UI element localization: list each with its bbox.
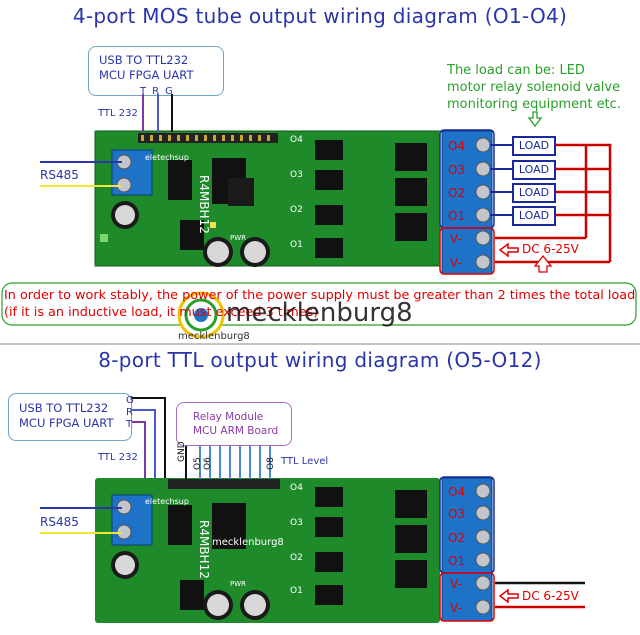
bottom-board: R4MBH12 O4 O3 O2 O1 PWR eletechsup bbox=[95, 478, 440, 623]
relay-module-box: Relay Module MCU ARM Board bbox=[176, 402, 292, 446]
port-label-o4: O4 bbox=[290, 135, 303, 145]
terminal-o3: O3 bbox=[448, 163, 465, 177]
bottom-brand-label: eletechsup bbox=[145, 497, 189, 506]
bottom-power-wires bbox=[495, 581, 585, 609]
trg-top: TRG bbox=[140, 86, 179, 97]
port-label-o1: O1 bbox=[290, 240, 303, 250]
bottom-terminal-o3: O3 bbox=[448, 507, 465, 521]
bottom-port-o2: O2 bbox=[290, 553, 303, 563]
bottom-port-o1: O1 bbox=[290, 586, 303, 596]
ttl-level-wires bbox=[185, 445, 271, 479]
load-box-3: LOAD bbox=[512, 183, 556, 203]
load-note-3: monitoring equipment etc. bbox=[447, 97, 621, 112]
usb-box-bottom-line1: USB TO TTL232 bbox=[19, 401, 109, 415]
terminal-o4: O4 bbox=[448, 139, 465, 153]
bottom-title: 8-port TTL output wiring diagram (O5-O12… bbox=[98, 348, 542, 372]
load-wires-blue bbox=[490, 144, 512, 216]
header-o6: O6 bbox=[203, 457, 213, 470]
port-label-o2: O2 bbox=[290, 205, 303, 215]
rs485-wires-bottom bbox=[40, 507, 122, 534]
top-board: R4MBH12 O4 O3 O2 O1 PWR eletechsup bbox=[94, 130, 441, 267]
watermark-small: mecklenburg8 bbox=[178, 331, 250, 342]
bottom-terminal-o4: O4 bbox=[448, 485, 465, 499]
dc-arrow-top bbox=[498, 242, 519, 258]
dc-label-bottom: DC 6-25V bbox=[522, 589, 579, 603]
usb-box-line2: MCU FPGA UART bbox=[99, 68, 194, 82]
dc-label-top: DC 6-25V bbox=[522, 242, 579, 256]
header-gnd: GND bbox=[177, 441, 187, 462]
ttl-level-label: TTL Level bbox=[281, 456, 329, 467]
bottom-terminal-o2: O2 bbox=[448, 531, 465, 545]
brand-label: eletechsup bbox=[145, 153, 189, 162]
terminal-v-2: V- bbox=[450, 256, 462, 270]
relay-box-line2: MCU ARM Board bbox=[193, 425, 279, 437]
bottom-port-o4: O4 bbox=[290, 483, 303, 493]
bottom-watermark-small: mecklenburg8 bbox=[212, 537, 284, 548]
load-box-2: LOAD bbox=[512, 160, 556, 180]
usb-ttl-box-bottom: USB TO TTL232 MCU FPGA UART bbox=[8, 393, 132, 441]
dc-arrow-bottom bbox=[498, 588, 519, 604]
top-output-terminal: O4 O3 O2 O1 V- V- bbox=[439, 129, 495, 275]
bottom-terminal-v-1: V- bbox=[450, 577, 462, 591]
green-arrow-icon bbox=[527, 111, 543, 128]
rs485-top: RS485 bbox=[40, 168, 79, 182]
load-note-2: motor relay solenoid valve bbox=[447, 80, 621, 95]
bottom-output-terminal: O4 O3 O2 O1 V- V- bbox=[439, 476, 495, 622]
load-wires-red bbox=[495, 143, 612, 264]
bottom-terminal-v-2: V- bbox=[450, 601, 462, 615]
rs485-bottom: RS485 bbox=[40, 515, 79, 529]
bottom-port-o3: O3 bbox=[290, 518, 303, 528]
watermark-text: mecklenburg8 bbox=[226, 298, 413, 328]
usb-box-line1: USB TO TTL232 bbox=[99, 53, 189, 67]
bottom-terminal-o1: O1 bbox=[448, 554, 465, 568]
terminal-v-1: V- bbox=[450, 232, 462, 246]
chip-label-top: R4MBH12 bbox=[197, 175, 211, 234]
uart-wires-top bbox=[142, 94, 173, 132]
port-label-o3: O3 bbox=[290, 170, 303, 180]
relay-box-line1: Relay Module bbox=[193, 411, 264, 423]
load-box-4: LOAD bbox=[512, 206, 556, 226]
top-title: 4-port MOS tube output wiring diagram (O… bbox=[72, 4, 568, 28]
red-up-arrow-icon bbox=[533, 254, 553, 273]
terminal-o2: O2 bbox=[448, 186, 465, 200]
header-o8: O8 bbox=[266, 457, 276, 470]
load-box-1: LOAD bbox=[512, 136, 556, 156]
terminal-o1: O1 bbox=[448, 209, 465, 223]
usb-ttl-box-top: USB TO TTL232 MCU FPGA UART bbox=[88, 46, 224, 96]
usb-box-bottom-line2: MCU FPGA UART bbox=[19, 416, 114, 430]
uart-wires-bottom bbox=[130, 397, 166, 478]
chip-label-bottom: R4MBH12 bbox=[197, 520, 211, 579]
header-o5: O5 bbox=[193, 457, 203, 470]
load-note-1: The load can be: LED bbox=[447, 63, 585, 78]
warning-outline bbox=[1, 282, 637, 326]
ttl232-top: TTL 232 bbox=[98, 108, 138, 119]
power-warning: In order to work stably, the power of th… bbox=[4, 288, 636, 320]
ttl232-bottom: TTL 232 bbox=[98, 452, 138, 463]
rs485-wires-top bbox=[40, 161, 122, 187]
pwr-label: PWR bbox=[230, 234, 246, 242]
watermark-emblem-icon bbox=[177, 291, 225, 339]
bottom-pwr-label: PWR bbox=[230, 580, 246, 588]
